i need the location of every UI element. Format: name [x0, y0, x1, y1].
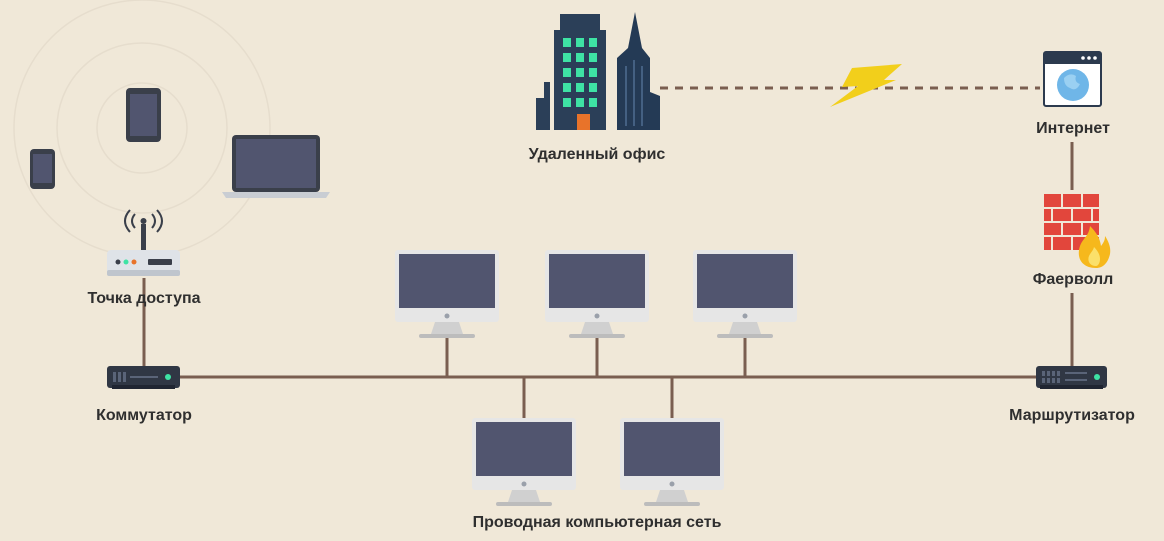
lightning-icon [830, 64, 902, 107]
flame-icon [1078, 226, 1111, 268]
firewall-icon [1044, 194, 1111, 268]
monitor-icon [620, 418, 724, 506]
access-point-label: Точка доступа [87, 290, 201, 307]
tablet-icon [126, 88, 161, 142]
building-icon [536, 12, 660, 130]
monitor-icon [472, 418, 576, 506]
switch-label: Коммутатор [96, 407, 192, 424]
laptop-icon [222, 135, 330, 198]
wired-network-label: Проводная компьютерная сеть [472, 514, 722, 531]
firewall-label: Фаерволл [1032, 271, 1114, 288]
remote-office-label: Удаленный офис [528, 146, 666, 163]
wifi-signal-icon [124, 209, 163, 233]
building-door [577, 114, 590, 130]
phone-icon [30, 149, 55, 189]
monitor-icon [395, 250, 499, 338]
router-label: Маршрутизатор [1009, 407, 1135, 424]
monitor-icon [545, 250, 649, 338]
cables [142, 142, 1074, 420]
router-icon [1036, 366, 1107, 389]
access-point-icon [107, 209, 180, 276]
internet-label: Интернет [1036, 120, 1110, 137]
switch-icon [107, 366, 180, 389]
monitor-icon [693, 250, 797, 338]
browser-globe-icon [1043, 51, 1102, 107]
